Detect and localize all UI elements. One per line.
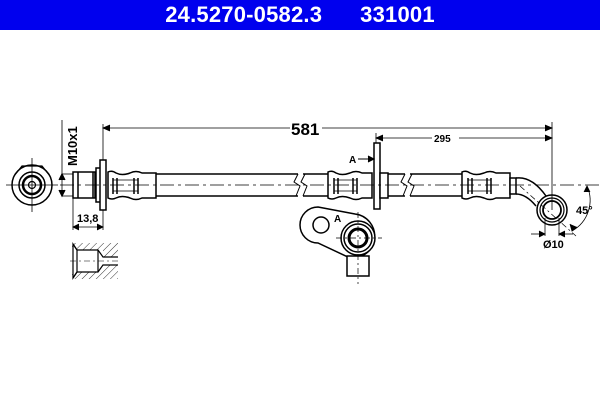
view-marker: A <box>349 155 356 166</box>
view-a-arrow <box>358 155 376 163</box>
fitting-end-view <box>6 158 58 212</box>
partial-length-dimension <box>374 133 554 143</box>
eye-diameter-dimension <box>531 218 573 238</box>
reference-number: 331001 <box>360 2 435 27</box>
title-bar: 24.5270-0582.3 331001 <box>0 0 600 30</box>
hose-segment-2 <box>388 173 462 197</box>
overall-length-dimension <box>101 122 554 210</box>
bracket-view-a <box>299 206 382 284</box>
thread-label: M10x1 <box>65 126 80 166</box>
eye-diameter-label: Ø10 <box>543 239 564 251</box>
fitting-length-label: 13,8 <box>77 213 98 225</box>
partial-length-label: 295 <box>434 134 451 145</box>
part-number: 24.5270-0582.3 <box>165 2 323 27</box>
fitting-length-dimension <box>72 198 104 231</box>
angle-dimension <box>569 185 591 232</box>
overall-length-label: 581 <box>291 120 319 139</box>
hose-segment-1 <box>156 173 328 197</box>
port-section-detail <box>70 242 120 280</box>
angle-label: 45° <box>576 205 593 217</box>
bracket-view-label: A <box>334 214 341 225</box>
middle-crimp-and-bracket <box>327 142 389 210</box>
